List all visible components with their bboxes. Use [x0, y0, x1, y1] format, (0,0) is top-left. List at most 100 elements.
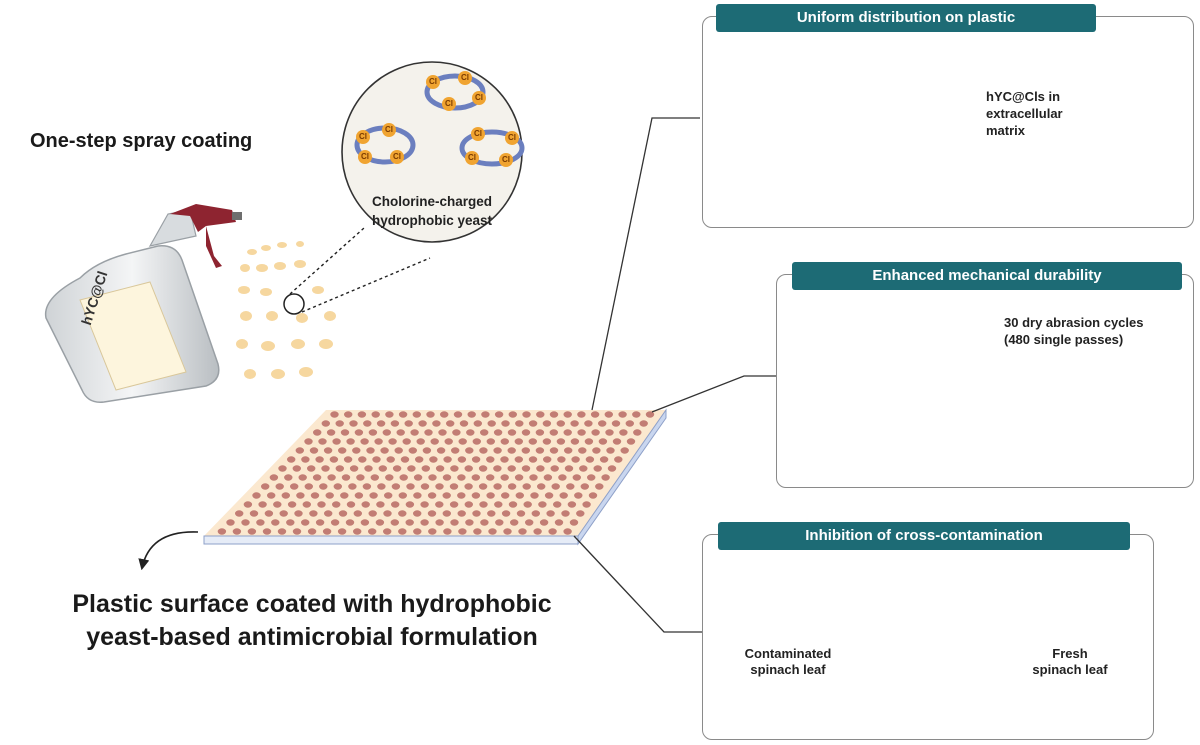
coating-dot	[353, 510, 362, 517]
coating-dot	[466, 429, 475, 436]
coating-dot	[376, 420, 386, 427]
distribution-note: hYC@Cls in extracellular matrix	[986, 88, 1106, 139]
coating-dot	[385, 411, 394, 418]
coating-dot	[315, 519, 325, 526]
coating-dot	[349, 465, 359, 472]
coating-dot	[567, 501, 577, 508]
coating-dot	[332, 438, 341, 445]
surface-caption: Plastic surface coated with hydrophobic …	[32, 588, 592, 654]
coating-dot	[369, 492, 378, 499]
coating-dot	[384, 492, 393, 499]
coating-dot	[435, 519, 444, 526]
coating-dot	[348, 483, 357, 490]
coating-dot	[261, 483, 270, 490]
coating-dot	[284, 474, 293, 481]
distribution-note-line2: extracellular	[986, 106, 1063, 121]
coating-dot	[549, 411, 559, 418]
coating-dot	[481, 411, 490, 418]
coating-dot	[464, 465, 473, 472]
coating-dot	[549, 429, 558, 436]
coating-dot	[343, 456, 353, 463]
coating-dot	[427, 492, 437, 499]
coating-dot	[535, 429, 545, 436]
coating-dot	[292, 465, 301, 472]
coating-dot	[480, 519, 489, 526]
coating-dot	[486, 456, 495, 463]
coating-dot	[402, 438, 411, 445]
coating-dot	[413, 510, 422, 517]
coating-dot	[341, 474, 351, 481]
coating-dot	[607, 465, 617, 472]
coating-dot	[388, 438, 397, 445]
coating-dot	[478, 465, 488, 472]
coating-dot	[370, 474, 379, 481]
surface-caption-line2: yeast-based antimicrobial formulation	[86, 623, 538, 651]
coating-dot	[529, 474, 538, 481]
coating-dot	[479, 447, 488, 454]
coating-dot	[354, 492, 364, 499]
coating-dot	[645, 411, 655, 418]
coating-dot	[396, 429, 405, 436]
coating-dot	[318, 438, 327, 445]
coating-dot	[570, 438, 580, 445]
coating-dot	[514, 474, 524, 481]
coating-dot	[392, 465, 402, 472]
coating-dot	[372, 456, 381, 463]
chlorine-label: Cl	[445, 99, 453, 108]
coating-dot	[241, 519, 250, 526]
coating-dot	[304, 483, 313, 490]
coating-dot	[487, 420, 496, 427]
coating-dot	[577, 411, 586, 418]
coating-dot	[523, 501, 532, 508]
coating-dot	[380, 447, 389, 454]
coating-dot	[591, 429, 600, 436]
coating-dot	[326, 429, 336, 436]
spray-droplets	[236, 241, 336, 379]
chlorine-label: Cl	[461, 73, 469, 82]
coating-dot	[507, 429, 517, 436]
coating-dot	[267, 492, 276, 499]
coating-dot	[459, 420, 469, 427]
coating-dot	[465, 447, 474, 454]
chlorine-label: Cl	[508, 133, 516, 142]
coating-dot	[618, 411, 627, 418]
coating-dot	[309, 510, 318, 517]
coating-dot	[458, 528, 467, 535]
coating-dot	[432, 420, 441, 427]
coating-dot	[446, 420, 455, 427]
coating-dot	[322, 528, 332, 535]
fresh-leaf-line1: Fresh	[1052, 646, 1088, 661]
coating-dot	[353, 528, 362, 535]
coating-dot	[249, 510, 259, 517]
spray-bottle-icon	[44, 204, 242, 403]
coating-dot	[258, 501, 267, 508]
coating-dot	[294, 510, 303, 517]
coating-dot	[360, 438, 369, 445]
coating-dot	[406, 483, 415, 490]
coating-dot	[598, 438, 608, 445]
coating-dot	[528, 438, 537, 445]
coating-dot	[493, 465, 502, 472]
coating-dot	[385, 474, 394, 481]
coating-dot	[558, 474, 567, 481]
coating-dot	[494, 501, 503, 508]
coating-dot	[598, 420, 607, 427]
coating-dot	[408, 447, 417, 454]
coating-dot	[321, 420, 330, 427]
coating-dot	[451, 447, 460, 454]
coating-dot	[536, 411, 545, 418]
coating-dot	[601, 474, 610, 481]
coating-dot	[438, 429, 447, 436]
coating-dot	[464, 483, 473, 490]
coating-dot	[612, 438, 622, 445]
coating-dot	[584, 438, 594, 445]
coating-dot	[508, 411, 517, 418]
coating-dot	[556, 420, 565, 427]
chlorine-label: Cl	[429, 77, 437, 86]
coating-dot	[271, 519, 280, 526]
coating-dot	[427, 510, 437, 517]
coating-dot	[443, 456, 452, 463]
coating-dot	[281, 492, 290, 499]
coating-dot	[277, 528, 287, 535]
coating-dot	[262, 528, 272, 535]
